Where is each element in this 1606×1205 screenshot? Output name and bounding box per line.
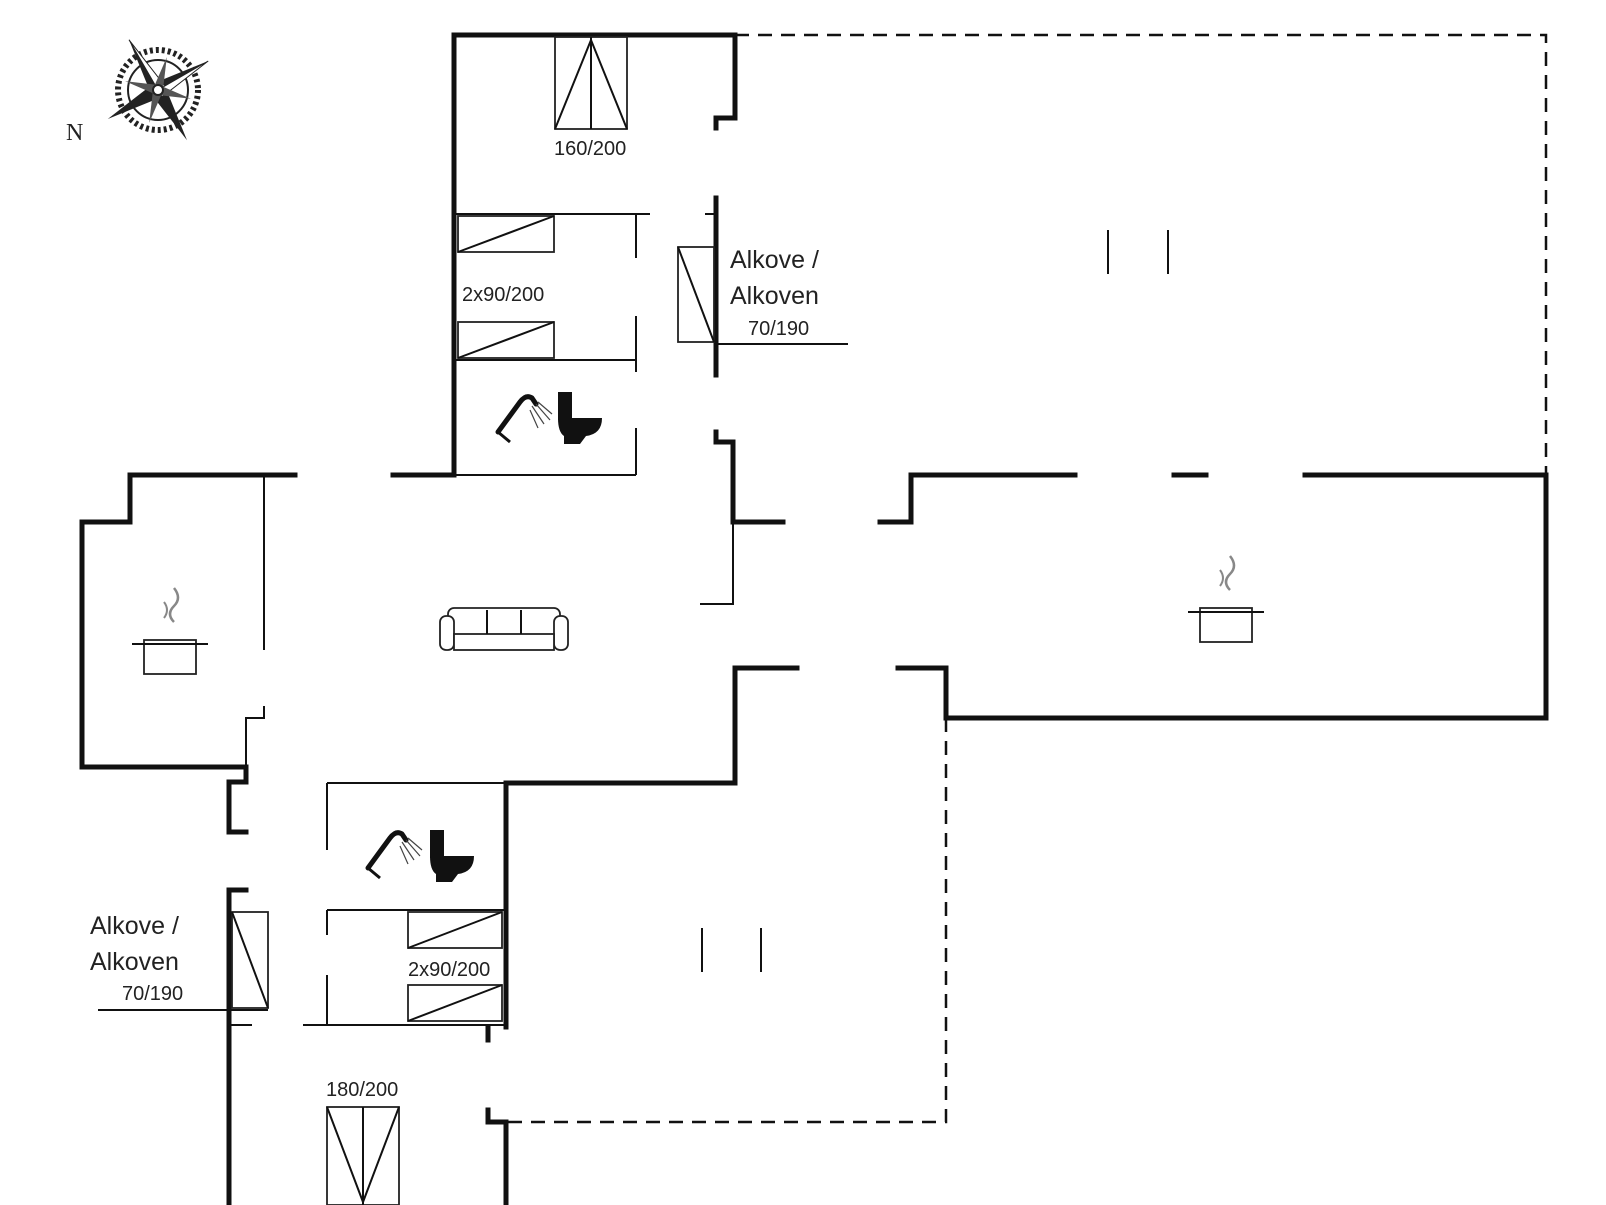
interior-walls <box>98 195 848 1026</box>
toilet-icon <box>430 830 474 882</box>
cooking-pot-icon <box>132 587 208 675</box>
bed-top-double <box>554 36 628 130</box>
bed-bottom-twin <box>407 911 503 1022</box>
terrace-outlines <box>506 33 1548 1124</box>
bed-top-twin <box>457 215 555 359</box>
bed-top-alcove <box>677 246 715 343</box>
shower-icon <box>495 394 553 444</box>
alcove-label: Alkove / <box>90 912 179 940</box>
shower-icon <box>365 830 423 880</box>
cooking-pot-icon <box>1188 555 1264 643</box>
bed-bottom-alcove <box>231 911 269 1009</box>
bed-size-label: 2x90/200 <box>462 284 544 306</box>
alcove-label: Alkove / <box>730 246 819 274</box>
bed-size-label: 160/200 <box>554 138 626 160</box>
sofa-icon <box>439 607 569 651</box>
alcove-label: Alkoven <box>730 282 819 310</box>
toilet-icon <box>558 392 602 444</box>
compass-north-label: N <box>66 120 83 146</box>
alcove-label: Alkoven <box>90 948 179 976</box>
bed-size-label: 70/190 <box>748 318 809 340</box>
bed-size-label: 180/200 <box>326 1079 398 1101</box>
compass-rose-icon <box>107 39 209 141</box>
bed-size-label: 2x90/200 <box>408 959 490 981</box>
bed-bottom-double <box>326 1106 400 1205</box>
walls <box>79 32 1549 1205</box>
door-marks <box>701 230 1169 972</box>
bed-size-label: 70/190 <box>122 983 183 1005</box>
